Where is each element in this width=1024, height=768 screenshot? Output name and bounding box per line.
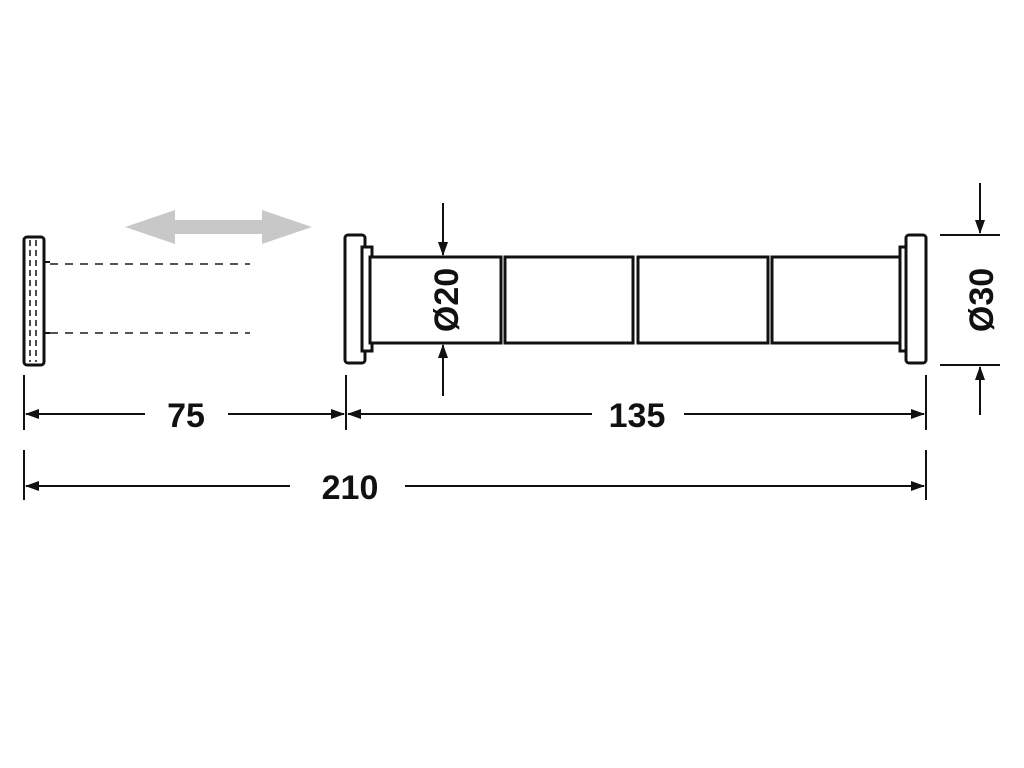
overall-length-label: 210 [322,469,379,507]
rod-segment-3 [636,255,770,345]
extension-lines [23,375,927,500]
rod-diameter-label: Ø20 [428,268,466,332]
extension-label: 75 [167,397,205,435]
double-arrow-icon [125,210,312,244]
rod-segment-4 [770,255,909,345]
rod-body [343,233,928,365]
flange-diameter-dimension [940,183,1000,415]
hidden-rod-lines [50,263,250,334]
rod-segment-1 [368,255,503,345]
right-flange [904,233,928,365]
rod-segment-2 [503,255,635,345]
extended-end-cap [22,235,50,367]
flange-diameter-label: Ø30 [963,268,1001,332]
body-length-label: 135 [609,397,666,435]
